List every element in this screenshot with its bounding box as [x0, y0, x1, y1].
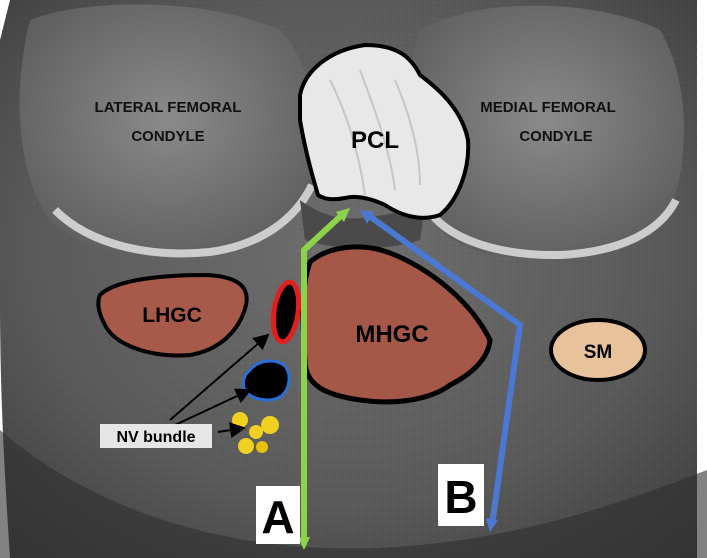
- approach-a-arrow: [298, 208, 350, 550]
- lateral-condyle-label-1: LATERAL FEMORAL: [95, 99, 242, 116]
- arrow-icon: [217, 422, 246, 439]
- medial-femoral-condyle: [406, 5, 684, 259]
- lhgc-outline: [96, 272, 249, 358]
- lateral-femoral-condyle: [19, 4, 317, 259]
- mhgc-label: MHGC: [355, 321, 428, 348]
- medial-condyle-label-1: MEDIAL FEMORAL: [480, 99, 616, 116]
- approach-b-label: B: [444, 471, 477, 523]
- nv-pointer-arrows: [169, 333, 270, 439]
- lhgc-label: LHGC: [142, 304, 202, 327]
- lateral-condyle-label-2: CONDYLE: [131, 128, 204, 145]
- pcl-outline: [298, 42, 471, 220]
- approach-b-arrow: [360, 210, 523, 532]
- pcl-label: PCL: [351, 127, 399, 154]
- medial-condyle-label-2: CONDYLE: [519, 128, 592, 145]
- sm-outline: [549, 318, 647, 382]
- sm-label: SM: [584, 342, 613, 363]
- approach-a-box: [256, 486, 300, 544]
- popliteal-artery: [270, 279, 302, 345]
- arrow-icon: [169, 333, 270, 421]
- approach-b-box: [438, 464, 484, 526]
- arrow-icon: [174, 388, 252, 426]
- approach-a-label: A: [261, 491, 294, 543]
- popliteal-vein: [241, 359, 291, 402]
- nv-bundle-label: NV bundle: [116, 429, 195, 446]
